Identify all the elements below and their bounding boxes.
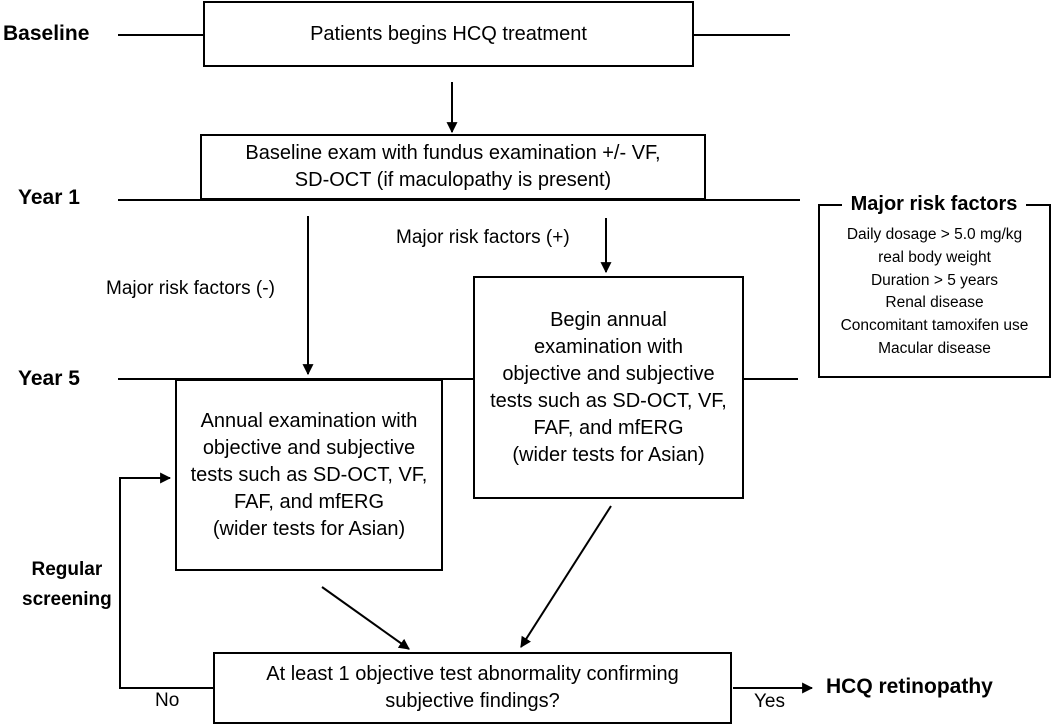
label-regular-screening: Regular screening <box>22 559 112 610</box>
box-annual-exam: Annual examination with objective and su… <box>175 379 443 571</box>
risk-factor-item: Macular disease <box>878 339 991 357</box>
stage-label-year5: Year 5 <box>18 367 80 390</box>
stage-label-year1: Year 1 <box>18 186 80 209</box>
box-begin-annual-exam: Begin annual examination with objective … <box>473 276 744 499</box>
stage-label-baseline: Baseline <box>3 22 90 45</box>
box-annual-exam-text: Annual examination with objective and su… <box>190 409 428 540</box>
outcome-hcq-retinopathy: HCQ retinopathy <box>826 675 993 698</box>
risk-factor-item: Duration > 5 years <box>870 271 999 289</box>
box-baseline-exam-text: Baseline exam with fundus examination +/… <box>245 142 661 191</box>
box-decision-text: At least 1 objective test abnormality co… <box>266 663 679 712</box>
risk-factor-item: Concomitant tamoxifen use <box>840 317 1029 335</box>
risk-factors-title: Major risk factors <box>842 190 1026 218</box>
risk-factors-panel <box>818 204 1051 378</box>
box-baseline-exam: Baseline exam with fundus examination +/… <box>200 134 706 200</box>
risk-factors-list: Daily dosage > 5.0 mg/kg real body weigh… <box>820 224 1049 361</box>
box-start-treatment-text: Patients begins HCQ treatment <box>310 22 587 45</box>
box-begin-annual-exam-text: Begin annual examination with objective … <box>490 308 727 466</box>
risk-factor-item: Renal disease <box>885 294 984 312</box>
label-no: No <box>155 690 180 711</box>
arrow-annual-to-decision <box>321 586 410 650</box>
box-decision: At least 1 objective test abnormality co… <box>213 652 732 724</box>
label-risk-negative: Major risk factors (-) <box>106 278 275 299</box>
risk-factor-item: real body weight <box>878 248 991 266</box>
arrow-no-loop <box>119 472 213 689</box>
box-start-treatment: Patients begins HCQ treatment <box>203 1 694 67</box>
label-risk-positive: Major risk factors (+) <box>396 227 570 248</box>
risk-factor-item: Daily dosage > 5.0 mg/kg <box>846 226 1023 243</box>
arrow-begin-annual-to-decision <box>520 505 612 648</box>
label-yes: Yes <box>754 691 785 712</box>
